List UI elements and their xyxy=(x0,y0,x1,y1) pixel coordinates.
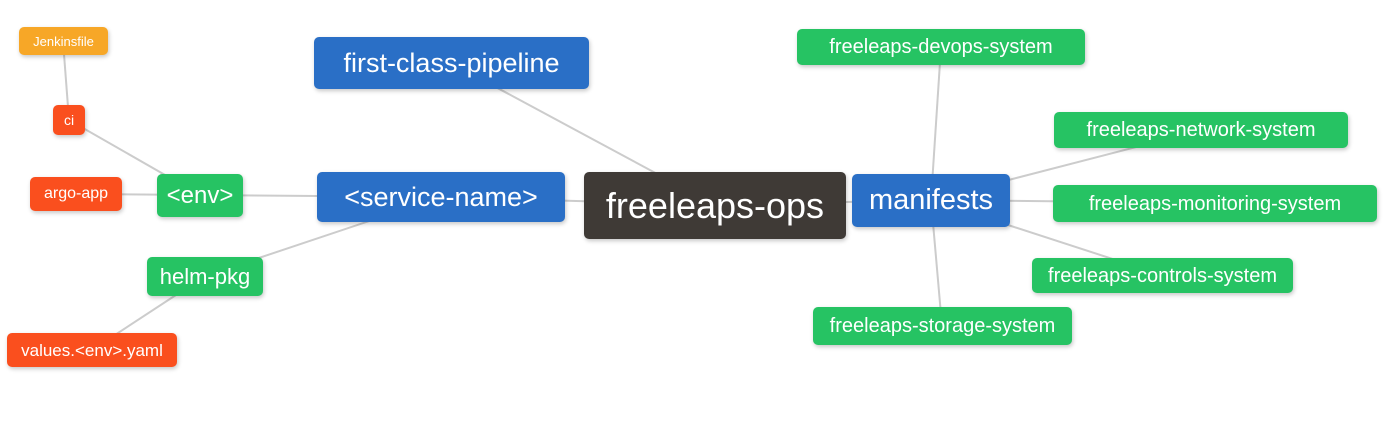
node-jenkinsfile[interactable]: Jenkinsfile xyxy=(19,27,108,55)
node-service-name[interactable]: <service-name> xyxy=(317,172,565,222)
node-helm-pkg[interactable]: helm-pkg xyxy=(147,257,263,296)
node-freeleaps-network-system[interactable]: freeleaps-network-system xyxy=(1054,112,1348,148)
node-freeleaps-monitoring-system[interactable]: freeleaps-monitoring-system xyxy=(1053,185,1377,222)
node-freeleaps-ops-root[interactable]: freeleaps-ops xyxy=(584,172,846,239)
node-freeleaps-devops-system[interactable]: freeleaps-devops-system xyxy=(797,29,1085,65)
node-ci[interactable]: ci xyxy=(53,105,85,135)
node-values-env-yaml[interactable]: values.<env>.yaml xyxy=(7,333,177,367)
node-argo-app[interactable]: argo-app xyxy=(30,177,122,211)
node-first-class-pipeline[interactable]: first-class-pipeline xyxy=(314,37,589,89)
node-freeleaps-controls-system[interactable]: freeleaps-controls-system xyxy=(1032,258,1293,293)
node-freeleaps-storage-system[interactable]: freeleaps-storage-system xyxy=(813,307,1072,345)
node-env[interactable]: <env> xyxy=(157,174,243,217)
node-manifests[interactable]: manifests xyxy=(852,174,1010,227)
